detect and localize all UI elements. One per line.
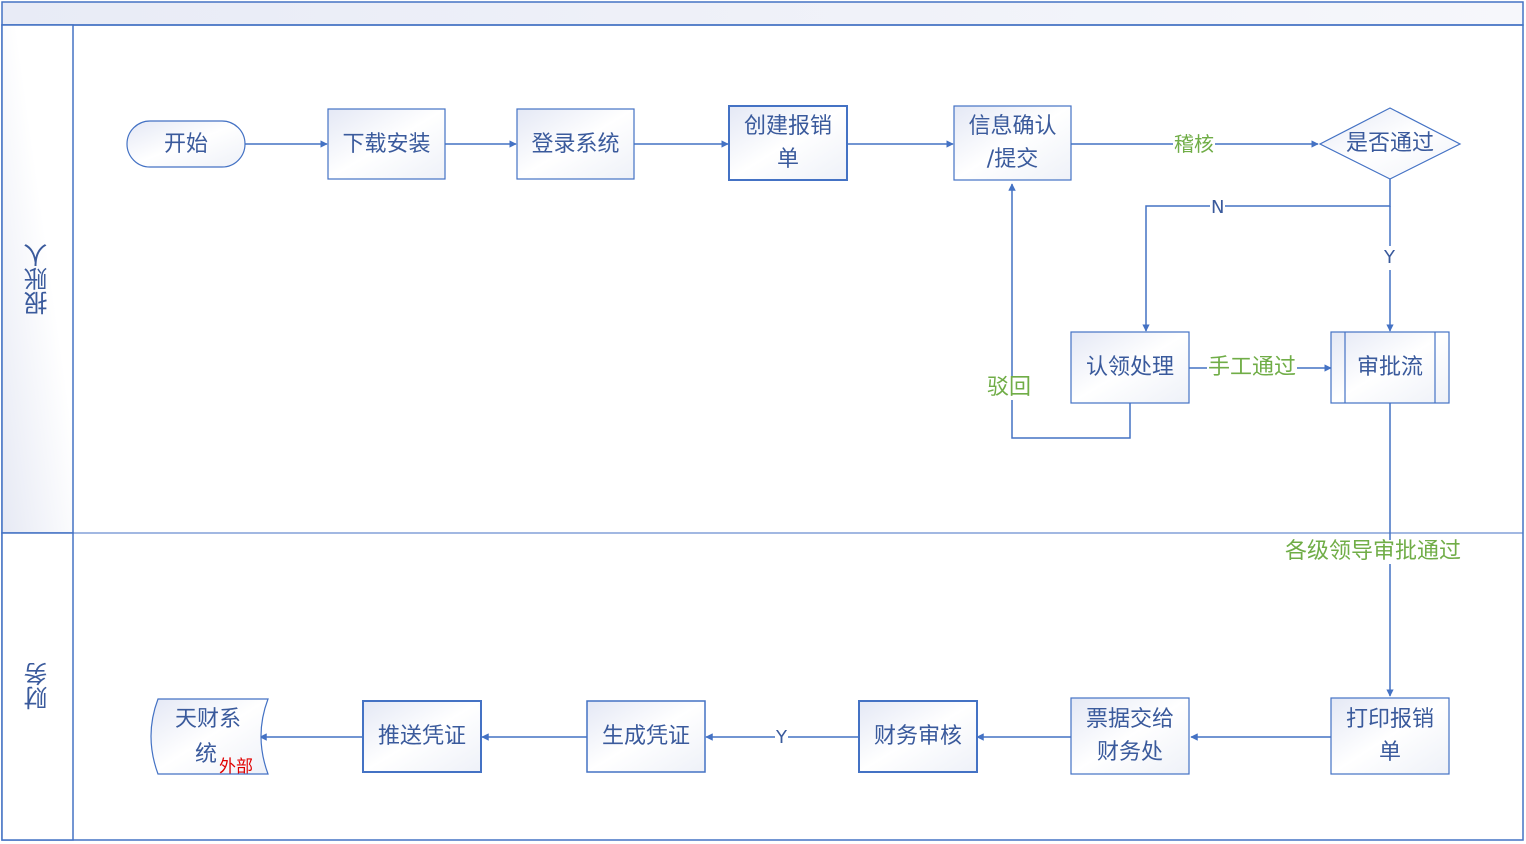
edge-label-leaders-approved: 各级领导审批通过	[1284, 539, 1463, 564]
lane-label-reimburser: 报账人	[24, 243, 52, 315]
node-download[interactable]	[327, 108, 446, 180]
node-decision[interactable]	[1318, 107, 1462, 180]
edge-label-y: Y	[1383, 246, 1396, 270]
node-print[interactable]	[1330, 697, 1450, 775]
node-create[interactable]	[728, 105, 848, 181]
node-start[interactable]	[126, 120, 246, 168]
edge-decision-claim	[1142, 179, 1391, 332]
node-audit[interactable]	[858, 700, 978, 773]
node-claim[interactable]	[1070, 331, 1190, 404]
edge-label-audit-y: Y	[775, 726, 788, 750]
lane-label-finance: 财务	[24, 662, 52, 711]
node-voucher[interactable]	[586, 700, 706, 773]
edge-claim-confirm	[1008, 183, 1131, 439]
node-login[interactable]	[516, 108, 635, 180]
edge-label-n: N	[1210, 196, 1226, 220]
lane-header-finance	[1, 532, 74, 841]
pool-header	[1, 1, 1524, 26]
node-handover[interactable]	[1070, 697, 1190, 775]
edge-label-audit-check: 稽核	[1173, 132, 1215, 156]
node-approval[interactable]	[1330, 331, 1450, 404]
node-tiancai[interactable]	[150, 698, 269, 775]
node-push[interactable]	[362, 700, 482, 773]
edge-label-manual-pass: 手工通过	[1207, 355, 1298, 380]
external-tag: 外部	[219, 757, 253, 777]
edge-label-reject: 驳回	[986, 375, 1033, 400]
node-confirm[interactable]	[953, 105, 1072, 181]
